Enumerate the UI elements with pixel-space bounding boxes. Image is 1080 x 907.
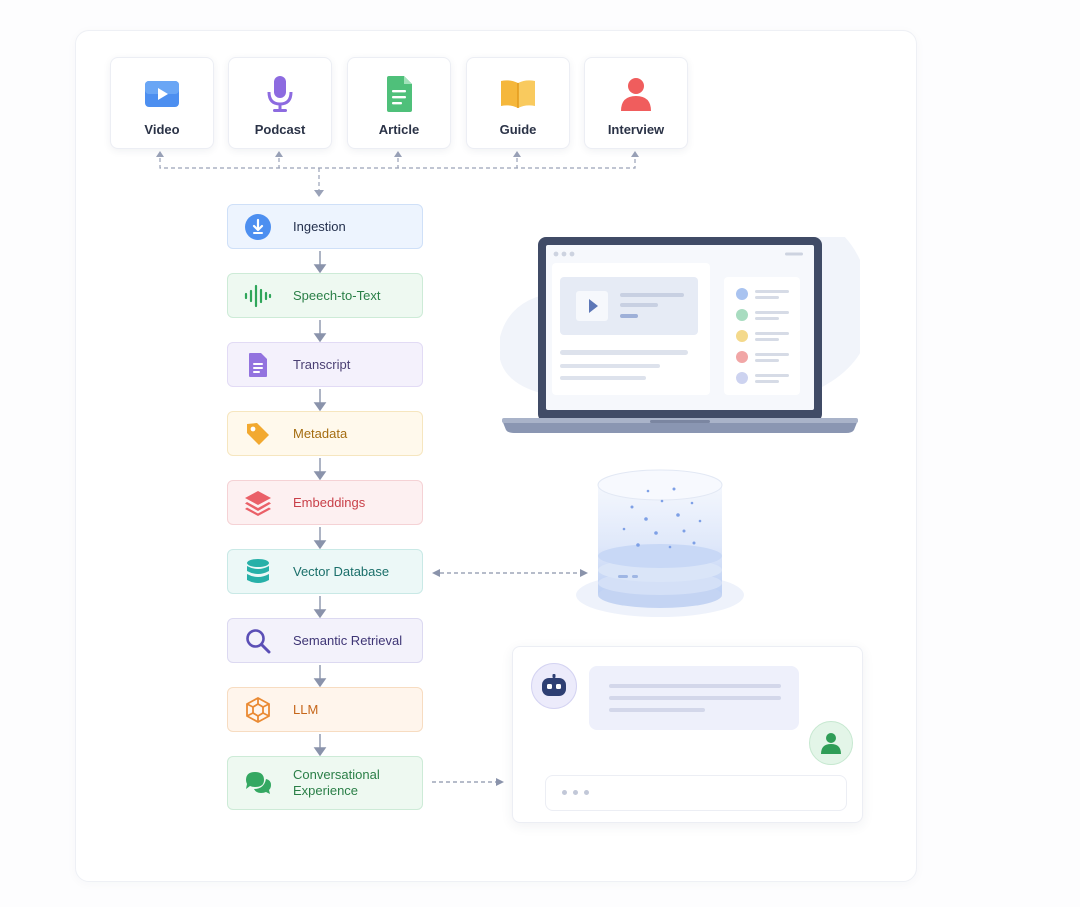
video-icon (142, 74, 182, 114)
step-label: Transcript (293, 356, 351, 372)
user-icon (821, 733, 841, 754)
step-vector-database[interactable]: Vector Database (227, 549, 423, 594)
source-card-interview[interactable]: Interview (584, 57, 688, 149)
chat-bubbles-icon (244, 769, 272, 797)
source-label: Guide (499, 122, 537, 137)
step-semantic-retrieval[interactable]: Semantic Retrieval (227, 618, 423, 663)
source-card-guide[interactable]: Guide (466, 57, 570, 149)
step-conversational-experience[interactable]: Conversational Experience (227, 756, 423, 810)
source-card-video[interactable]: Video (110, 57, 214, 149)
source-label: Article (378, 122, 420, 137)
download-icon (244, 213, 272, 241)
microphone-icon (260, 74, 300, 114)
step-embeddings[interactable]: Embeddings (227, 480, 423, 525)
step-label: LLM (293, 701, 319, 717)
llm-network-icon (244, 696, 272, 724)
step-label: Embeddings (293, 494, 366, 510)
book-icon (498, 74, 538, 114)
bot-message-bubble (589, 666, 799, 730)
vector-database-illustration (576, 469, 744, 617)
laptop-illustration (500, 237, 860, 433)
step-speech-to-text[interactable]: Speech-to-Text (227, 273, 423, 318)
step-label: Semantic Retrieval (293, 632, 403, 648)
search-icon (244, 627, 272, 655)
document-icon (379, 74, 419, 114)
step-label: Speech-to-Text (293, 287, 381, 303)
database-icon (244, 558, 272, 586)
chat-input[interactable] (545, 775, 847, 811)
source-label: Interview (607, 122, 665, 137)
step-ingestion[interactable]: Ingestion (227, 204, 423, 249)
step-label: Vector Database (293, 563, 390, 579)
bot-avatar (531, 663, 577, 709)
user-avatar (809, 721, 853, 765)
step-label: Metadata (293, 425, 348, 441)
layers-icon (244, 489, 272, 517)
source-card-article[interactable]: Article (347, 57, 451, 149)
tag-icon (244, 420, 272, 448)
step-label: Conversational Experience (293, 767, 380, 798)
step-transcript[interactable]: Transcript (227, 342, 423, 387)
step-label: Ingestion (293, 218, 346, 234)
waveform-icon (244, 282, 272, 310)
step-llm[interactable]: LLM (227, 687, 423, 732)
robot-icon (542, 674, 566, 696)
person-icon (616, 74, 656, 114)
chat-window (512, 646, 863, 823)
step-metadata[interactable]: Metadata (227, 411, 423, 456)
source-label: Video (144, 122, 180, 137)
transcript-icon (244, 351, 272, 379)
source-label: Podcast (254, 122, 306, 137)
source-card-podcast[interactable]: Podcast (228, 57, 332, 149)
